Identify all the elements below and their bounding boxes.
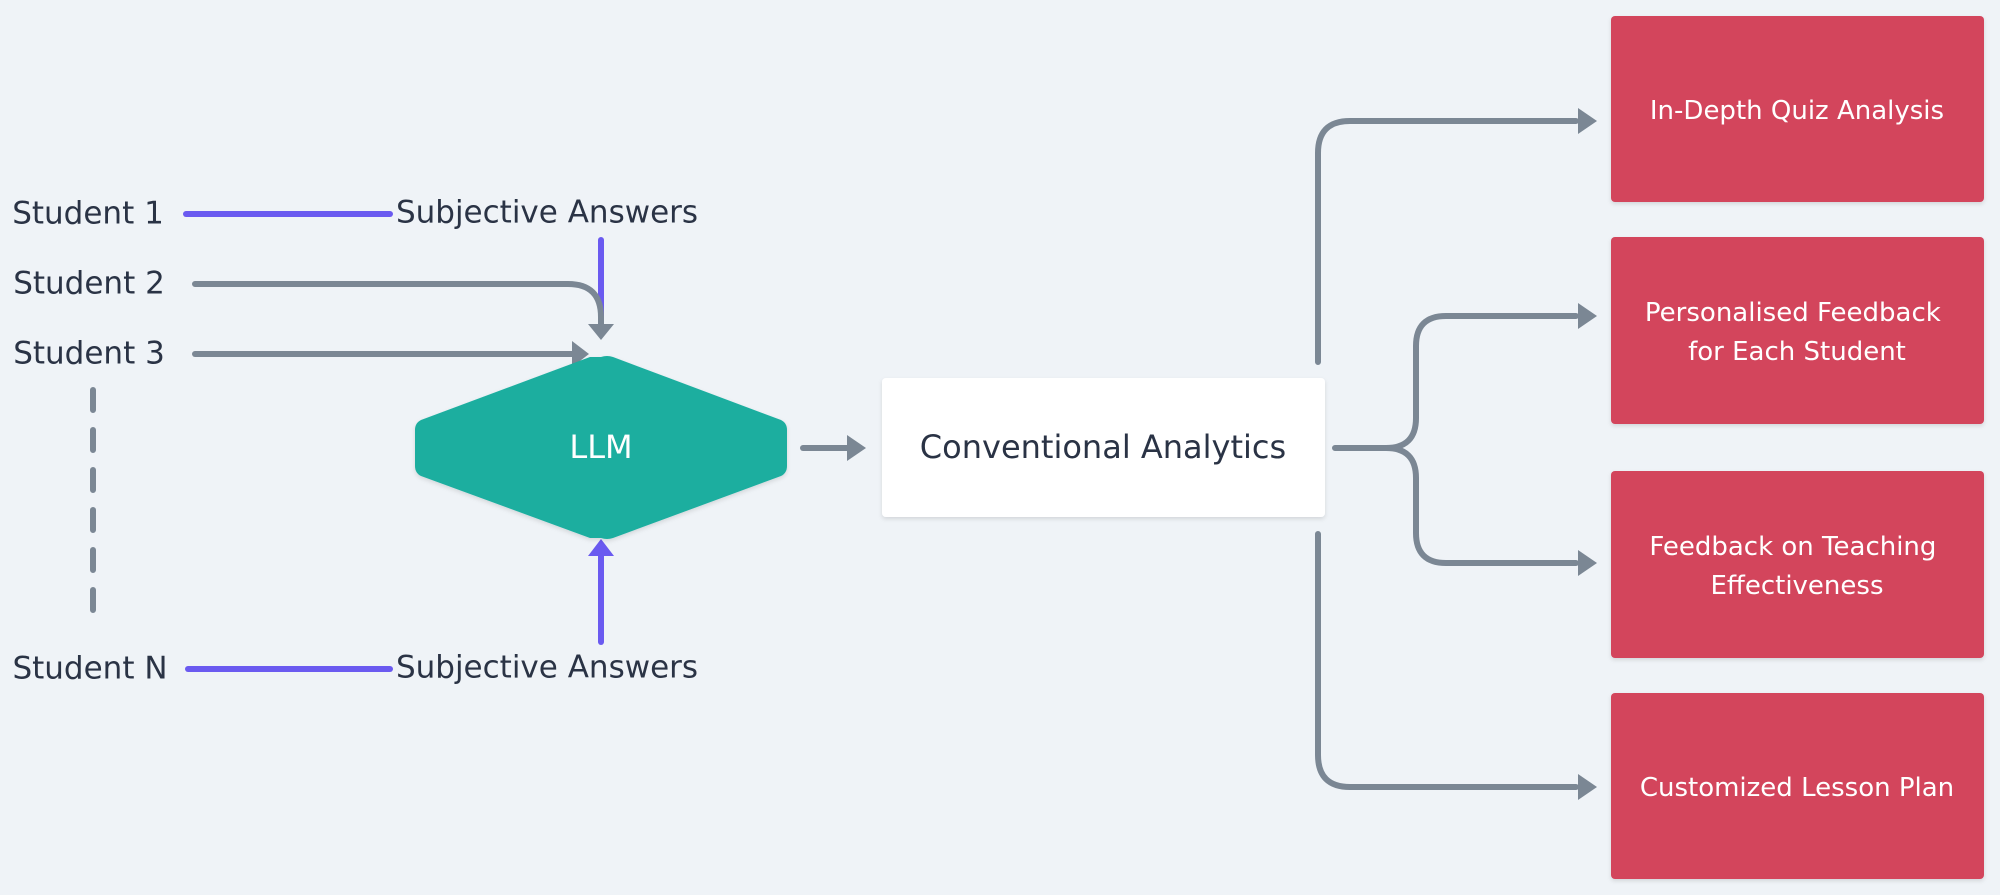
llm-label: LLM bbox=[569, 428, 632, 466]
edge-analytics-output3 bbox=[1383, 445, 1579, 566]
answers-top-label: Subjective Answers bbox=[396, 195, 698, 231]
output-quiz-analysis[interactable] bbox=[1611, 16, 1984, 202]
arrowhead-answers-bottom bbox=[588, 539, 614, 556]
arrowhead-student2 bbox=[588, 324, 614, 340]
output-quiz-analysis-line-1: In-Depth Quiz Analysis bbox=[1650, 96, 1944, 126]
arrowhead-output4 bbox=[1578, 774, 1597, 800]
output-teaching-feedback-line-1: Feedback on Teaching bbox=[1649, 532, 1936, 562]
analytics-node[interactable] bbox=[882, 378, 1325, 517]
arrowhead-llm-analytics bbox=[847, 435, 866, 461]
output-personalised-feedback-line-1: Personalised Feedback bbox=[1645, 298, 1941, 328]
output-teaching-feedback-line-2: Effectiveness bbox=[1711, 571, 1884, 601]
output-teaching-feedback[interactable] bbox=[1611, 471, 1984, 658]
output-personalised-feedback-label: Personalised Feedback for Each Student bbox=[1645, 298, 1949, 367]
llm-node[interactable] bbox=[415, 356, 787, 539]
student-1-label: Student 1 bbox=[12, 196, 164, 232]
arrowhead-output3 bbox=[1578, 550, 1597, 576]
output-lesson-plan-label: Customized Lesson Plan bbox=[1640, 773, 1954, 803]
edge-student2-llm bbox=[192, 281, 604, 329]
analytics-label: Conventional Analytics bbox=[920, 428, 1286, 466]
arrowhead-student3 bbox=[572, 341, 589, 367]
output-quiz-analysis-label: In-Depth Quiz Analysis bbox=[1650, 96, 1944, 126]
student-n-label: Student N bbox=[12, 651, 167, 687]
edge-analytics-output4 bbox=[1315, 531, 1579, 790]
edge-analytics-output1 bbox=[1315, 118, 1579, 365]
output-personalised-feedback[interactable] bbox=[1611, 237, 1984, 424]
student-2-label: Student 2 bbox=[13, 266, 165, 302]
output-lesson-plan-line-1: Customized Lesson Plan bbox=[1640, 773, 1954, 803]
answers-bottom-label: Subjective Answers bbox=[396, 650, 698, 686]
output-lesson-plan[interactable] bbox=[1611, 693, 1984, 879]
output-personalised-feedback-line-2: for Each Student bbox=[1688, 337, 1906, 367]
output-teaching-feedback-label: Feedback on Teaching Effectiveness bbox=[1649, 532, 1944, 601]
student-3-label: Student 3 bbox=[13, 336, 165, 372]
arrowhead-output1 bbox=[1578, 108, 1597, 134]
arrowhead-output2 bbox=[1578, 303, 1597, 329]
edge-analytics-output2 bbox=[1332, 313, 1579, 451]
